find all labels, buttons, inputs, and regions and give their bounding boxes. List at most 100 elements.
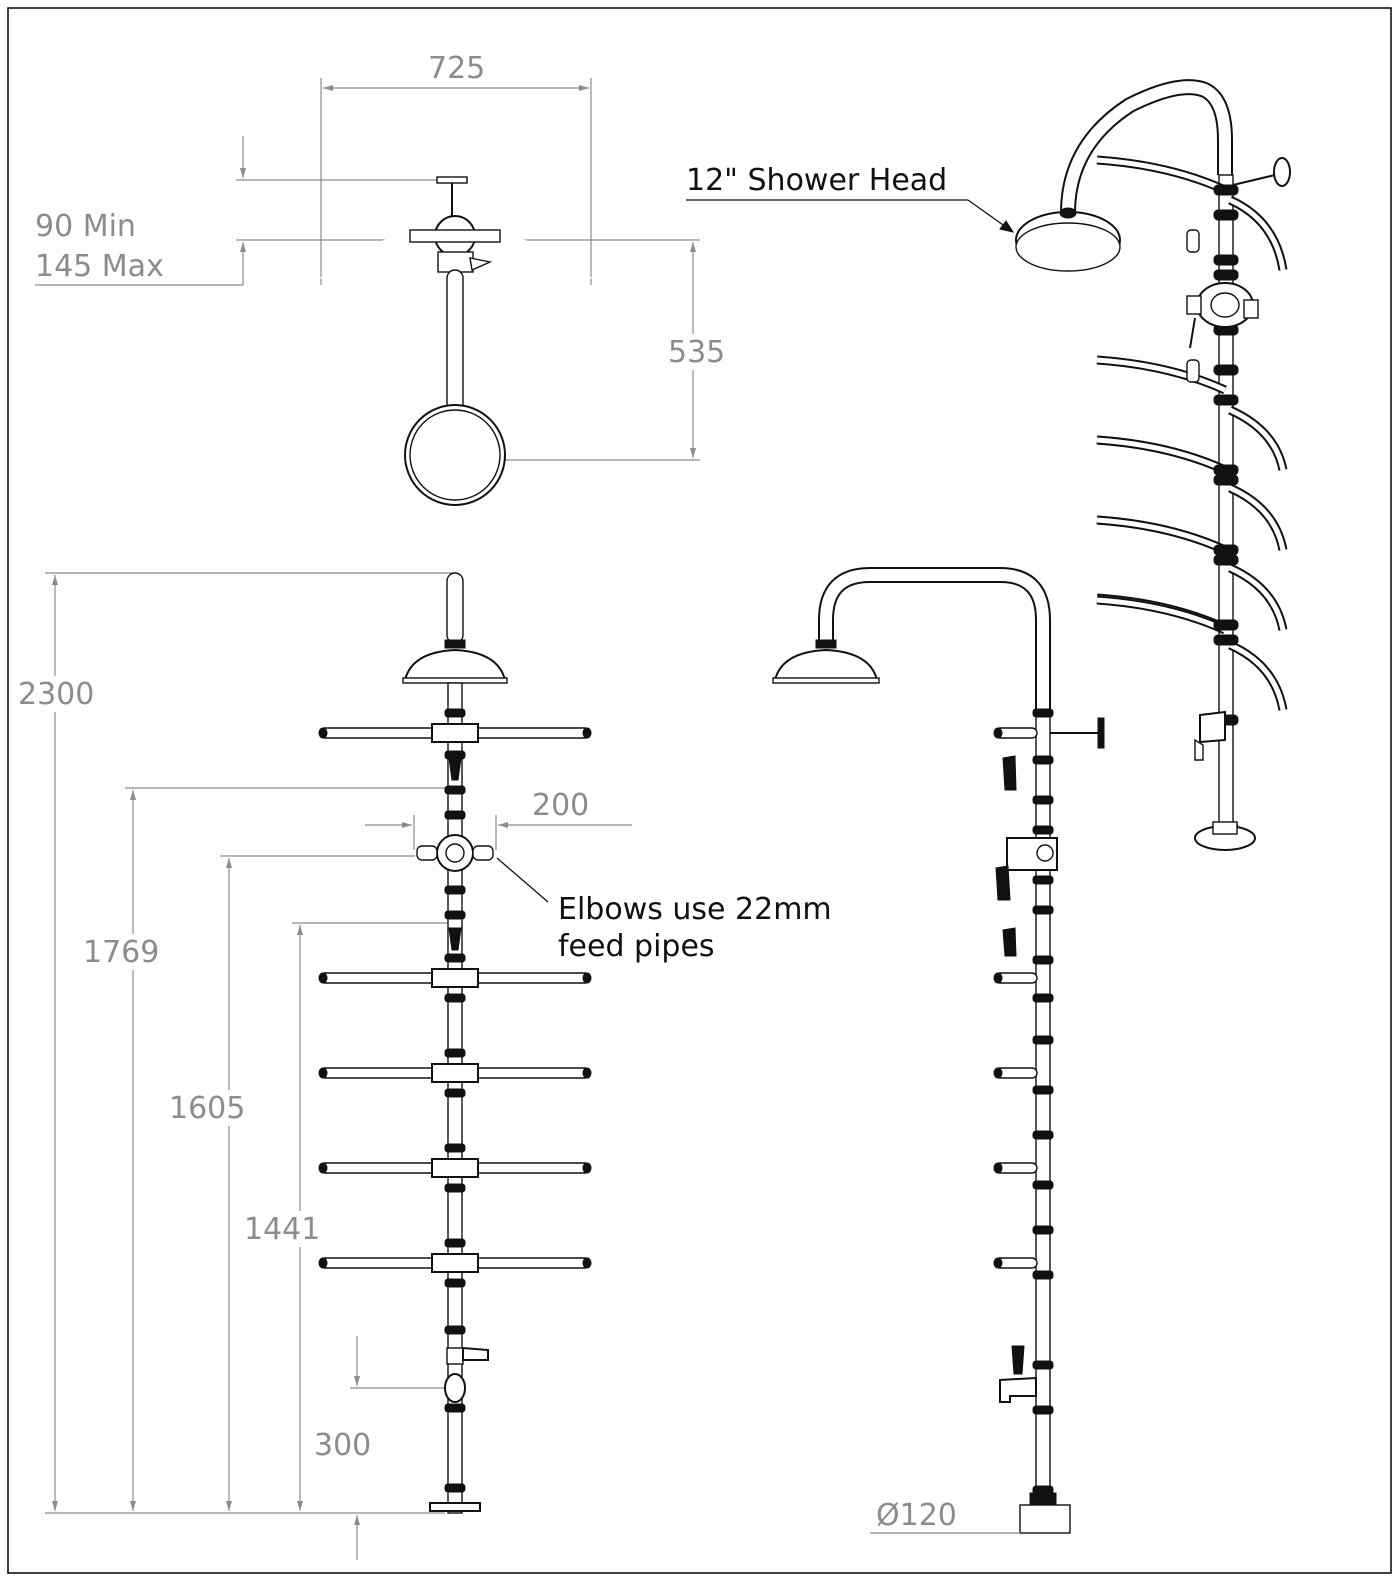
arm-end-cap (582, 1162, 592, 1174)
iso-arm (1096, 595, 1227, 635)
pipe-coupling (444, 1238, 466, 1248)
pipe-coupling (1032, 755, 1054, 765)
iso-arm-right (1228, 483, 1288, 551)
iso-arm-inner (1096, 517, 1227, 553)
iso-arm (1096, 515, 1227, 555)
depth-min-label: 90 Min (35, 209, 136, 244)
pipe-coupling (444, 1048, 466, 1058)
front-view: 2300 1769 1605 1441 200 300 Elbows use 2… (18, 572, 832, 1560)
iso-arm-right-inner (1228, 197, 1286, 271)
iso-arm-left-inner (1096, 157, 1227, 193)
pipe-coupling (444, 993, 466, 1003)
arm-end-cap (318, 1067, 328, 1079)
iso-coupling (1213, 209, 1239, 221)
depth-max-label: 145 Max (35, 249, 164, 284)
iso-arm-right-inner (1228, 642, 1286, 711)
arm-end-cap (582, 1067, 592, 1079)
shower-head-label: 12" Shower Head (686, 163, 947, 198)
pipe-coupling (1032, 1130, 1054, 1140)
stub-end-cap (993, 1162, 1003, 1174)
elbows-note-line1: Elbows use 22mm (558, 892, 832, 927)
pipe-coupling (1032, 1360, 1054, 1370)
iso-coupling (1213, 184, 1239, 196)
iso-arm-inner (1096, 437, 1227, 473)
pipe-coupling (1032, 993, 1054, 1003)
arm-end-cap (318, 1257, 328, 1269)
iso-arm-right (1228, 640, 1288, 711)
arm-end-cap (582, 727, 592, 739)
pipe-coupling (1032, 1270, 1054, 1280)
iso-coupling (1213, 619, 1239, 631)
pipe-coupling (444, 1403, 466, 1413)
stub-end-cap (993, 1067, 1003, 1079)
stub-end-cap (993, 972, 1003, 984)
side-view: Ø120 (772, 567, 1105, 1534)
arm-reach-label: 535 (668, 335, 725, 370)
pipe-coupling (444, 910, 466, 920)
cross-fitting (431, 968, 479, 988)
cross-fitting (431, 1253, 479, 1273)
arm-end-cap (318, 972, 328, 984)
pipe-coupling (444, 885, 466, 895)
pipe-coupling (1032, 1085, 1054, 1095)
iso-coupling (1213, 554, 1239, 566)
stub-end-cap (993, 727, 1003, 739)
pipe-coupling (1032, 905, 1054, 915)
iso-arm (1096, 435, 1227, 475)
pipe-coupling (444, 810, 466, 820)
isometric-view: 12" Shower Head (686, 79, 1291, 851)
iso-coupling (1213, 269, 1239, 281)
iso-arm-inner (1096, 597, 1227, 633)
pipe-coupling (1032, 1405, 1054, 1415)
iso-arm-inner (1096, 357, 1227, 393)
iso-coupling (1213, 364, 1239, 376)
pipe-coupling (1032, 1225, 1054, 1235)
cross-fitting (431, 1158, 479, 1178)
tap-height-label: 300 (314, 1428, 371, 1463)
arm-end-cap (318, 727, 328, 739)
pipe-coupling (444, 1088, 466, 1098)
pipe-coupling (1032, 825, 1054, 835)
iso-arm-right (1228, 405, 1288, 472)
pipe-coupling (444, 1143, 466, 1153)
pipe-coupling (444, 1278, 466, 1288)
pipe-coupling (444, 1183, 466, 1193)
width-dimension-label: 725 (428, 51, 485, 86)
cross-fitting (431, 723, 479, 743)
iso-coupling (1213, 634, 1239, 646)
pipe-coupling (444, 1325, 466, 1335)
iso-arm-right-inner (1228, 485, 1286, 551)
stub-end-cap (993, 1257, 1003, 1269)
iso-coupling (1213, 474, 1239, 486)
iso-arm-left (1096, 155, 1227, 195)
iso-coupling (1213, 254, 1239, 266)
iso-arm (1096, 355, 1227, 395)
cross-fitting (431, 1063, 479, 1083)
iso-arm-right-inner (1228, 565, 1286, 631)
pipe-coupling (1032, 875, 1054, 885)
arm-end-cap (318, 1162, 328, 1174)
total-height-label: 2300 (18, 677, 94, 712)
pipe-coupling (1032, 1180, 1054, 1190)
pipe-coupling (444, 708, 466, 718)
iso-arm-right-inner (1228, 407, 1286, 471)
base-diameter-label: Ø120 (876, 1498, 957, 1533)
elbow-spacing-label: 200 (532, 788, 589, 823)
elbows-note-line2: feed pipes (558, 929, 715, 964)
iso-coupling (1213, 544, 1239, 556)
pipe-coupling (1032, 795, 1054, 805)
height-1605-label: 1605 (169, 1091, 245, 1126)
pipe-coupling (444, 1483, 466, 1493)
iso-arm-right (1228, 563, 1288, 631)
drawing-border (7, 7, 1392, 1574)
pipe-coupling (1032, 1035, 1054, 1045)
height-1441-label: 1441 (244, 1212, 320, 1247)
pipe-coupling (1032, 955, 1054, 965)
pipe-coupling (1032, 708, 1054, 718)
top-view: 725 90 Min 145 Max 535 (35, 51, 725, 506)
iso-coupling (1213, 464, 1239, 476)
arm-end-cap (582, 1257, 592, 1269)
pipe-coupling (444, 785, 466, 795)
height-1769-label: 1769 (83, 935, 159, 970)
